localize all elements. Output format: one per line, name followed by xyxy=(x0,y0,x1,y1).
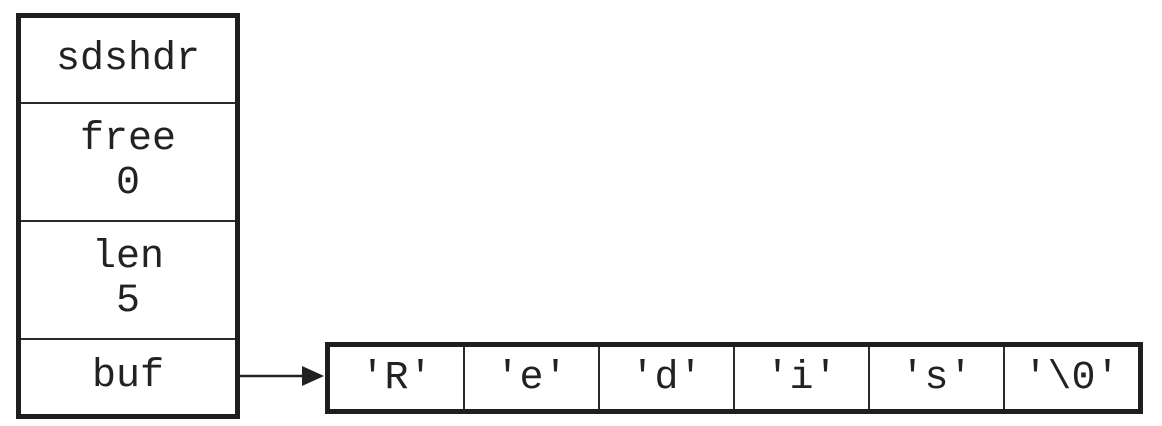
buf-label: buf xyxy=(91,354,164,399)
free-field: free 0 xyxy=(21,104,235,222)
buffer-cell-s: 's' xyxy=(870,347,1005,409)
free-label: free xyxy=(79,117,176,162)
buf-field: buf xyxy=(21,340,235,414)
free-value: 0 xyxy=(115,161,140,206)
len-field: len 5 xyxy=(21,222,235,340)
struct-title: sdshdr xyxy=(55,37,201,82)
buffer-cell-e: 'e' xyxy=(465,347,600,409)
len-value: 5 xyxy=(115,279,140,324)
arrow-head-icon xyxy=(302,366,324,386)
struct-title-field: sdshdr xyxy=(21,18,235,104)
buffer-cell-null-terminator: '\0' xyxy=(1023,355,1120,401)
buffer-cell-d: 'd' xyxy=(600,347,735,409)
sdshdr-struct: sdshdr free 0 len 5 buf xyxy=(16,13,240,419)
buffer-cell-i: 'i' xyxy=(735,347,870,409)
len-label: len xyxy=(91,235,164,280)
char-buffer-array: 'R' 'e' 'd' 'i' 's' '\0' xyxy=(325,342,1143,414)
buffer-cell-r: 'R' xyxy=(330,347,465,409)
